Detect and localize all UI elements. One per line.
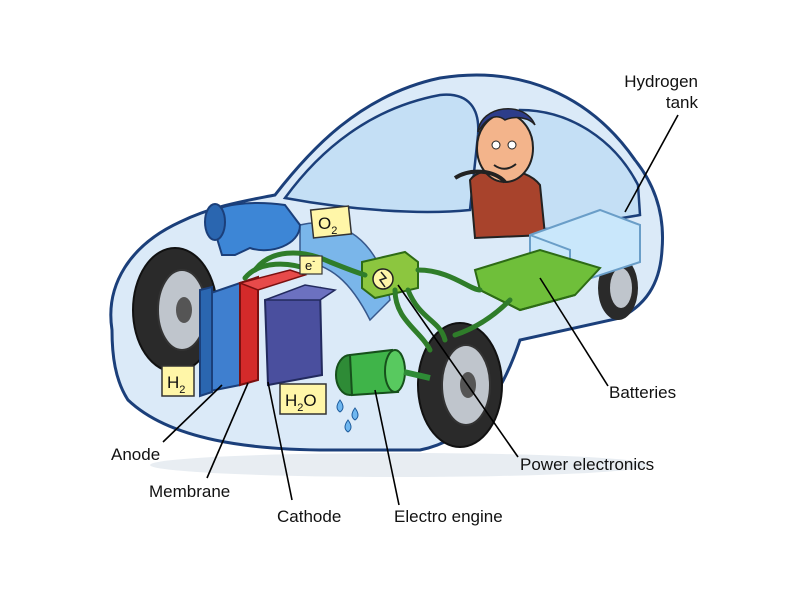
driver-eye-right: [507, 140, 517, 150]
driver-smile: [493, 163, 517, 170]
label-anode: Anode: [111, 445, 160, 464]
leader-cathode: [267, 381, 293, 501]
h2-tag: H2: [161, 365, 195, 397]
front-plate: [199, 285, 213, 398]
leader-power-electronics: [397, 284, 519, 458]
driver: [453, 108, 547, 240]
ground-shadow: [150, 453, 650, 477]
driver-hair: [477, 108, 536, 133]
leader-membrane: [206, 382, 249, 479]
leader-batteries: [539, 277, 609, 387]
power-electronics-unit: [361, 250, 419, 300]
label-hydrogen-tank-line1: Hydrogen: [624, 72, 698, 91]
o2-tag: O2: [309, 205, 353, 239]
membrane-top: [237, 269, 308, 291]
h2-tag-text: H2: [167, 373, 185, 396]
o2-tag-text: O2: [318, 214, 337, 237]
front-wheel: [132, 247, 218, 373]
water-droplets: [336, 399, 359, 433]
electron-tag-text: e-: [305, 256, 315, 273]
rear-wheel-right: [417, 322, 503, 448]
electric-motor: [335, 348, 431, 397]
leader-hydrogen-tank: [624, 114, 679, 213]
membrane-plate: [239, 275, 259, 387]
label-hydrogen-tank-line2: tank: [666, 93, 699, 112]
label-cathode: Cathode: [277, 507, 341, 526]
leader-anode: [162, 384, 223, 443]
electron-tag: e-: [299, 255, 323, 275]
label-power-electronics: Power electronics: [520, 455, 654, 474]
cathode-top: [264, 284, 337, 301]
leader-lines: [162, 114, 679, 506]
label-batteries: Batteries: [609, 383, 676, 402]
label-membrane: Membrane: [149, 482, 230, 501]
driver-eye-left: [491, 140, 501, 150]
cathode-plate: [263, 286, 324, 387]
steering-wheel: [453, 169, 507, 184]
label-electro-engine: Electro engine: [394, 507, 503, 526]
air-intake-duct: [204, 202, 391, 322]
windshield: [282, 93, 480, 214]
h2o-tag: H2O: [279, 383, 327, 415]
leader-electro-engine: [374, 389, 400, 506]
fuel-cell-stack: [199, 269, 337, 398]
h2o-tag-text: H2O: [285, 391, 317, 414]
